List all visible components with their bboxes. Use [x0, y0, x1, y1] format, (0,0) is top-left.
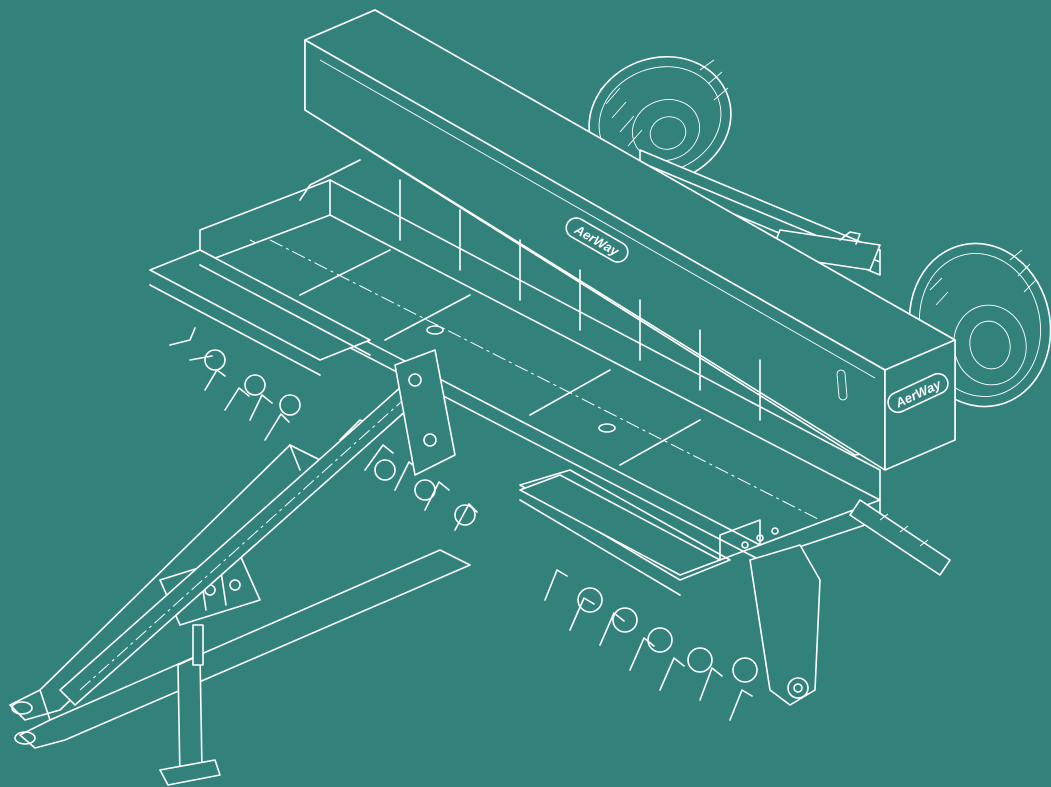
front-cross-tube: [519, 474, 779, 576]
jack-stand: [159, 624, 221, 786]
hitch-tongue: [9, 444, 471, 749]
front-bracket: [749, 544, 821, 706]
right-side-arm: [849, 499, 951, 576]
center-tine-gang: [339, 419, 478, 531]
hitch-tower: [394, 349, 456, 476]
hood-box: [304, 9, 956, 471]
left-tine-gang: [149, 249, 371, 441]
center-deck: [209, 214, 881, 546]
